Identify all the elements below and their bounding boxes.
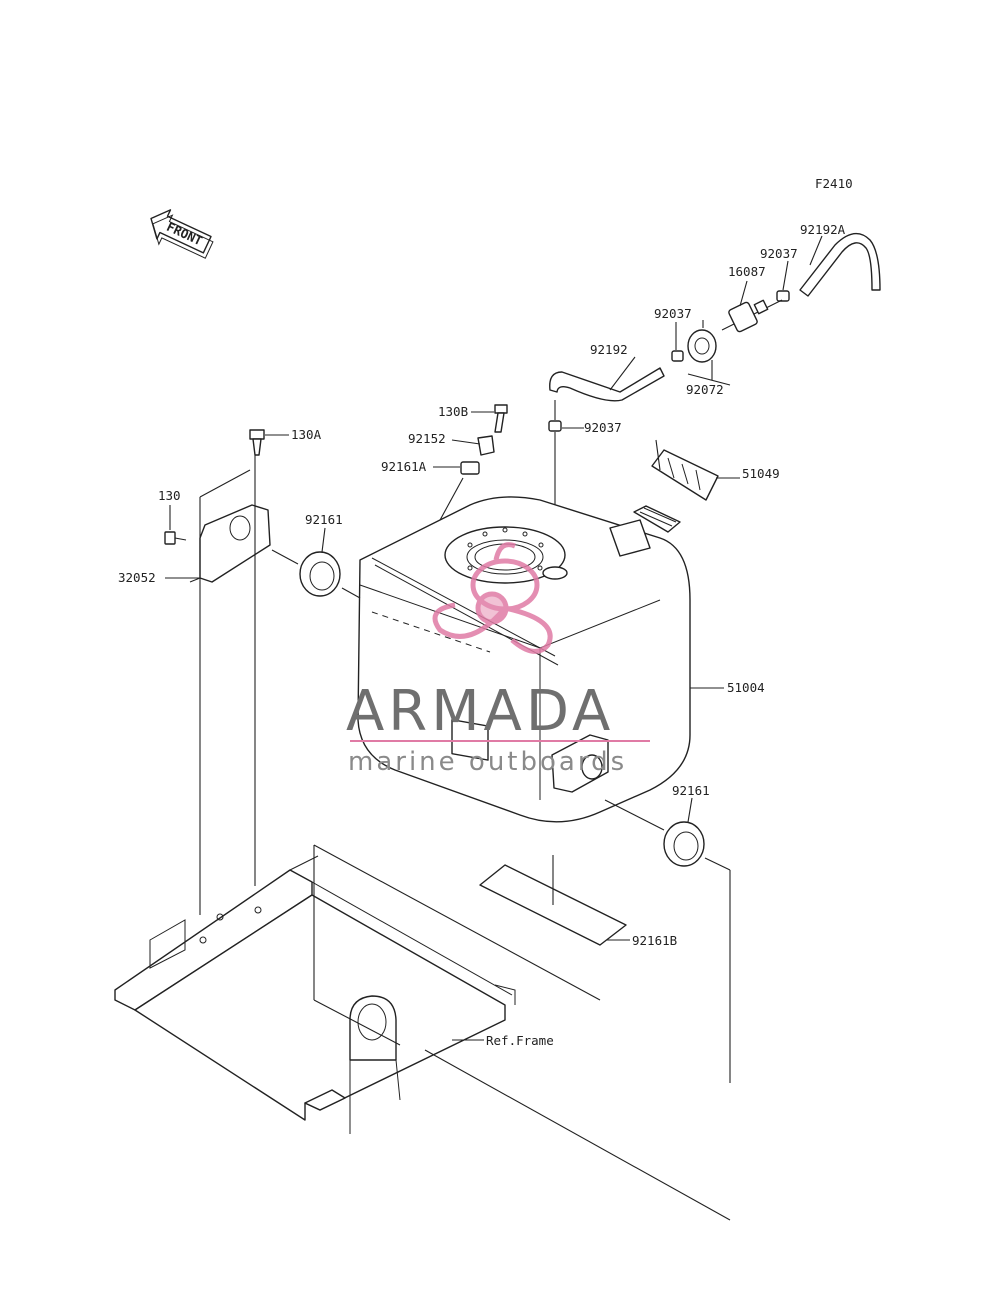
watermark-brand: ARMADA — [346, 679, 614, 744]
grommet-92161-left — [299, 551, 341, 597]
label-92161A: 92161A — [381, 459, 427, 474]
watermark: ARMADA marine outboards — [346, 542, 650, 777]
bolt-130A — [249, 429, 265, 456]
part-labels: 92192A 92037 16087 92037 92192 92072 130… — [118, 222, 846, 1048]
label-92072: 92072 — [686, 382, 724, 397]
figure-code: F2410 — [815, 176, 853, 191]
label-32052: 32052 — [118, 570, 156, 585]
check-valve-92072 — [687, 320, 717, 363]
label-ref-frame: Ref.Frame — [486, 1033, 554, 1048]
vent-hose-92192A — [799, 232, 881, 297]
bracket-92152 — [477, 435, 495, 456]
front-arrow-icon: FRONT — [150, 209, 214, 259]
label-130A: 130A — [291, 427, 322, 442]
reference-frame — [114, 855, 516, 1134]
label-92161B: 92161B — [632, 933, 677, 948]
clamp-92037-mid — [671, 350, 684, 362]
watermark-logo-icon — [432, 542, 553, 654]
label-51004: 51004 — [727, 680, 765, 695]
label-16087: 16087 — [728, 264, 766, 279]
label-92037-top: 92037 — [760, 246, 798, 261]
label-130B: 130B — [438, 404, 468, 419]
label-92192A: 92192A — [800, 222, 846, 237]
label-92037-low: 92037 — [584, 420, 622, 435]
label-51049: 51049 — [742, 466, 780, 481]
watermark-tagline: marine outboards — [348, 747, 627, 777]
label-92161-left: 92161 — [305, 512, 343, 527]
grommet-92161-right — [663, 821, 705, 867]
fuel-filter-16087 — [721, 299, 783, 333]
label-92192: 92192 — [590, 342, 628, 357]
bracket-32052 — [189, 504, 271, 583]
bolt-130 — [164, 531, 187, 545]
label-92037-mid: 92037 — [654, 306, 692, 321]
label-92152: 92152 — [408, 431, 446, 446]
damper-92161A — [460, 461, 480, 475]
bolt-130B — [494, 404, 508, 433]
clamp-92037-top — [776, 290, 790, 302]
label-92161-right: 92161 — [672, 783, 710, 798]
fuel-cap-51049 — [633, 449, 719, 533]
label-130: 130 — [158, 488, 181, 503]
clamp-92037-low — [548, 420, 562, 432]
leader-lines — [165, 235, 823, 1221]
vent-hose-92192 — [549, 367, 665, 402]
